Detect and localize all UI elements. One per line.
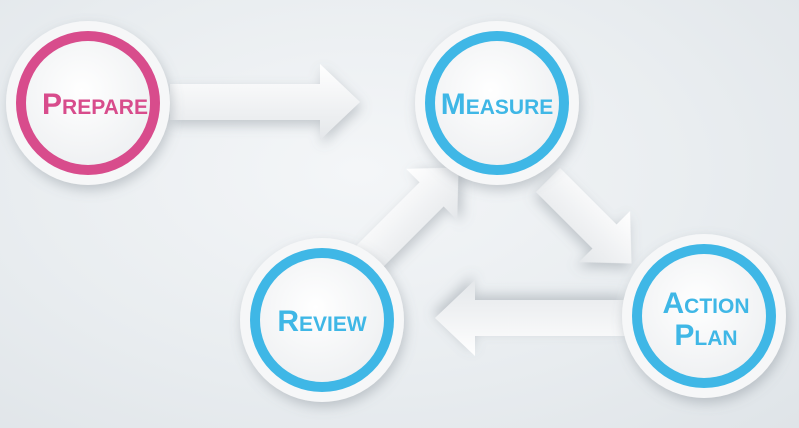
- step-prepare-label: Prepare: [42, 88, 148, 121]
- step-review: Review: [240, 238, 404, 402]
- step-measure-label: Measure: [441, 88, 554, 121]
- step-review-label: Review: [277, 305, 367, 338]
- arrow-measure-to-action-plan: [535, 167, 632, 264]
- step-action-plan-label-line1: Action: [663, 287, 750, 320]
- step-action-plan-label-line2: Plan: [674, 319, 737, 352]
- step-action-plan: Action Plan: [622, 234, 786, 398]
- step-prepare: Prepare: [6, 21, 170, 185]
- step-measure: Measure: [415, 21, 579, 185]
- arrow-review-to-measure: [355, 167, 459, 271]
- arrow-prepare-to-measure: [170, 64, 360, 140]
- arrow-action-plan-to-review: [435, 280, 625, 356]
